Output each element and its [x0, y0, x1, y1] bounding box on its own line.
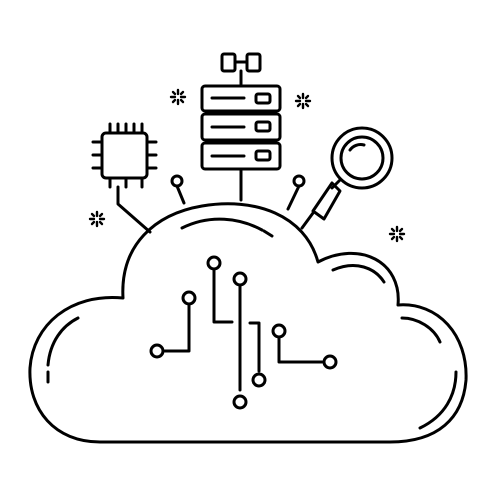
circuit-traces-icon — [149, 255, 338, 410]
server-connector-icon — [220, 52, 262, 86]
magnifying-glass-icon — [300, 126, 394, 230]
cpu-chip-icon — [91, 122, 158, 234]
sparkle-icon — [88, 88, 406, 243]
server-rack-icon — [200, 84, 282, 202]
cloud-icon — [28, 202, 468, 444]
cloud-top-nodes — [170, 174, 306, 211]
